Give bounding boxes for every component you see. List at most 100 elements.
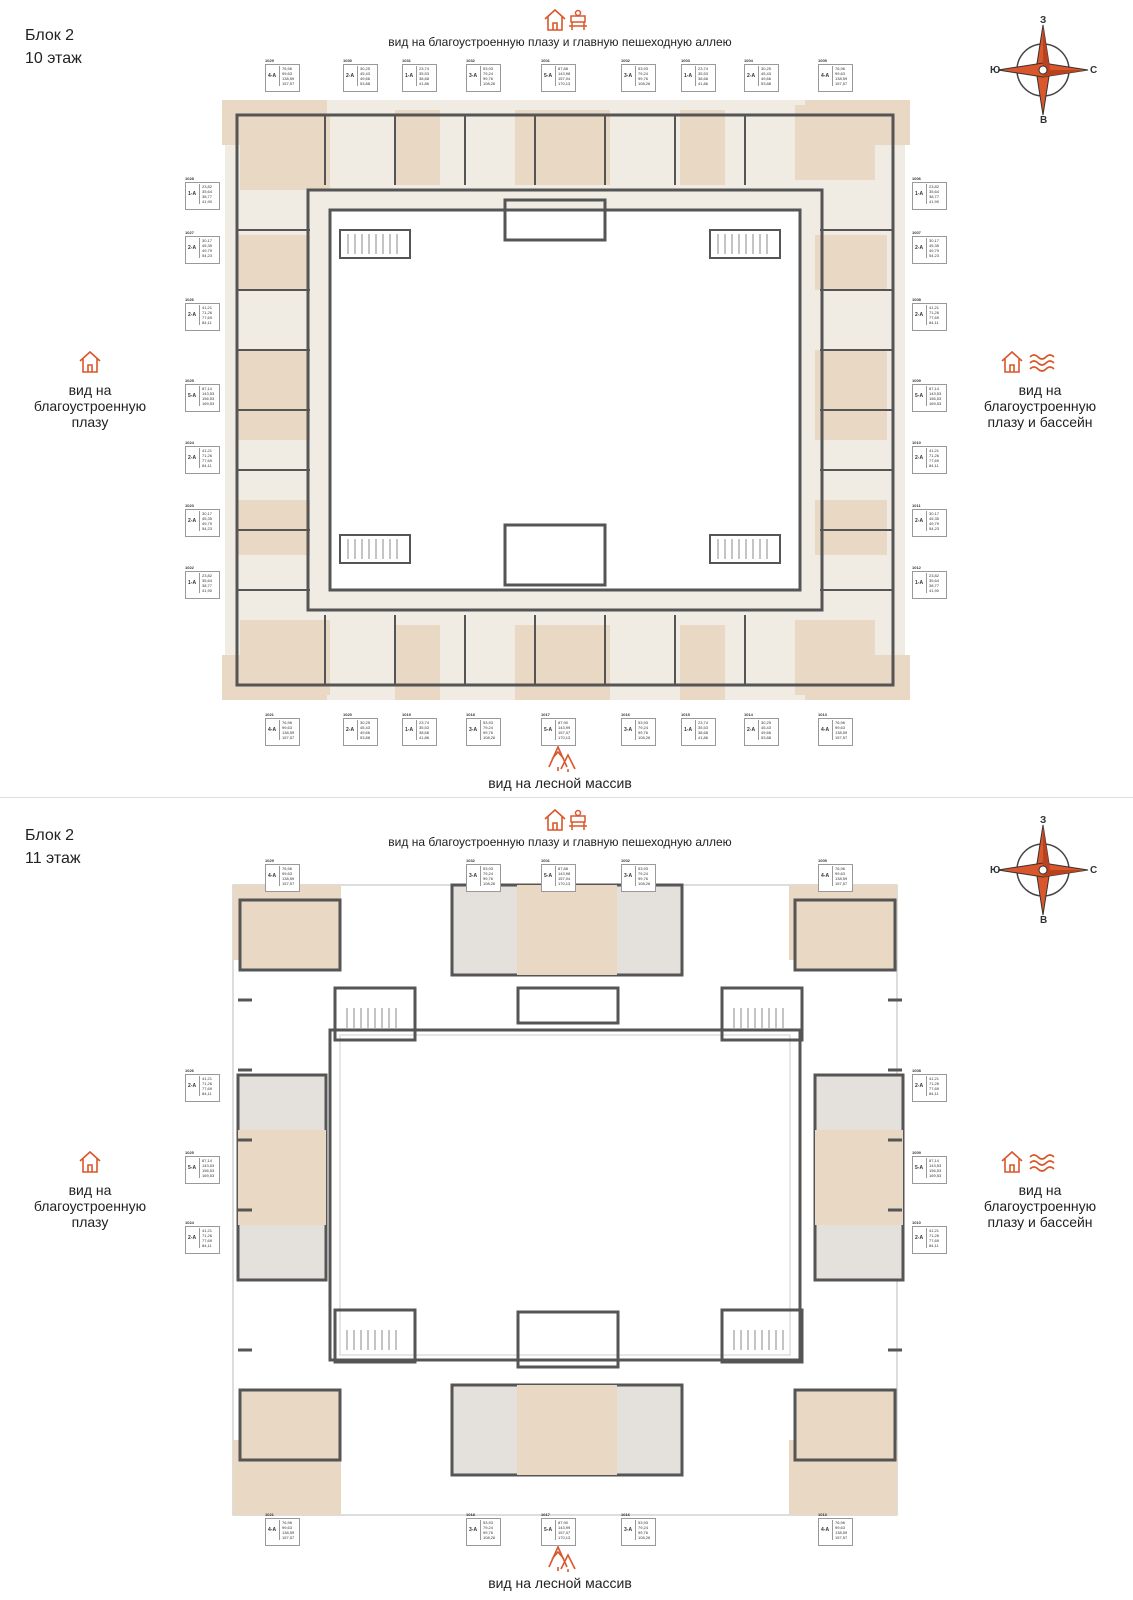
area-value: 49,66 (761, 730, 772, 735)
apartment-type: 3-А (624, 73, 633, 79)
area-value: 77,69 (929, 1238, 940, 1243)
area-value: 170,13 (558, 735, 571, 740)
apartment-type: 2-А (747, 727, 756, 733)
area-value: 53,93 (638, 66, 649, 71)
area-value: 30,25 (761, 66, 772, 71)
apartment-number: 1013 (818, 712, 827, 717)
apartment-type: 4-А (268, 73, 277, 79)
area-value: 41,90 (202, 588, 213, 593)
area-value: 99,63 (282, 71, 293, 76)
apartment-type: 5-А (544, 1527, 553, 1533)
apartment-number: 1019 (402, 712, 411, 717)
apartment-number: 1027 (185, 230, 194, 235)
waves-icon (1029, 360, 1055, 366)
area-value: 157,57 (835, 735, 848, 740)
area-value: 108,26 (483, 735, 496, 740)
apartment-number: 1007 (912, 230, 921, 235)
area-value: 41,86 (419, 735, 430, 740)
apartment-type: 2-А (915, 455, 924, 461)
view-right-line: плазу и бассейн (987, 414, 1093, 430)
area-value: 38,68 (419, 730, 430, 735)
apartment-number: 1015 (681, 712, 690, 717)
area-value: 99,76 (638, 76, 649, 81)
area-value: 54,23 (929, 526, 940, 531)
area-value: 41,21 (929, 1076, 940, 1081)
view-right-line: благоустроенную (983, 398, 1097, 414)
view-right-line: вид на (1018, 1182, 1062, 1198)
apartment-number: 1006 (912, 176, 921, 181)
area-value: 99,76 (638, 730, 649, 735)
area-value: 108,26 (638, 1535, 651, 1540)
apartment-number: 1010 (912, 440, 921, 445)
apartment-number: 1029 (265, 58, 274, 63)
area-value: 99,76 (483, 1530, 494, 1535)
apartment-type: 2-А (188, 1235, 197, 1241)
compass-label-w: Ю (990, 865, 1001, 876)
apartment-number: 1011 (912, 503, 921, 508)
floor-title: 10 этаж (25, 50, 82, 67)
area-value: 84,11 (202, 1091, 212, 1096)
area-value: 156,53 (202, 396, 215, 401)
area-value: 35,53 (419, 725, 430, 730)
area-value: 23,82 (929, 573, 940, 578)
area-value: 71,26 (929, 1081, 940, 1086)
apartment-type: 2-А (188, 455, 197, 461)
area-value: 157,57 (835, 81, 848, 86)
house-icon (79, 1150, 101, 1173)
area-value: 84,11 (929, 320, 939, 325)
floor-plan-drawing (79, 8, 1055, 772)
area-value: 77,69 (929, 1086, 940, 1091)
area-value: 143,53 (202, 1163, 215, 1168)
area-value: 30,17 (929, 238, 940, 243)
apartment-number: 1028 (185, 176, 194, 181)
apartment-number: 1022 (185, 565, 194, 570)
view-left-line: вид на (68, 382, 112, 398)
area-value: 157,57 (282, 1535, 295, 1540)
area-value: 71,26 (929, 1233, 940, 1238)
waves-icon (1029, 366, 1055, 372)
area-value: 157,04 (558, 876, 571, 881)
area-value: 53,88 (761, 81, 772, 86)
area-value: 53,93 (483, 866, 494, 871)
area-value: 143,53 (929, 1163, 942, 1168)
area-value: 108,26 (483, 81, 496, 86)
area-value: 76,96 (282, 1520, 293, 1525)
area-value: 49,79 (202, 248, 213, 253)
area-value: 99,76 (638, 876, 649, 881)
view-left-line: плазу (71, 1214, 109, 1230)
area-value: 157,57 (282, 881, 295, 886)
apartment-type: 1-А (405, 73, 414, 79)
floor-title: 11 этаж (25, 850, 81, 867)
apartment-number: 1008 (912, 297, 921, 302)
area-value: 157,57 (835, 1535, 848, 1540)
area-value: 76,96 (282, 66, 293, 71)
area-value: 71,26 (929, 453, 940, 458)
area-value: 138,59 (282, 876, 295, 881)
apartment-type: 5-А (544, 73, 553, 79)
area-value: 79,24 (638, 71, 649, 76)
